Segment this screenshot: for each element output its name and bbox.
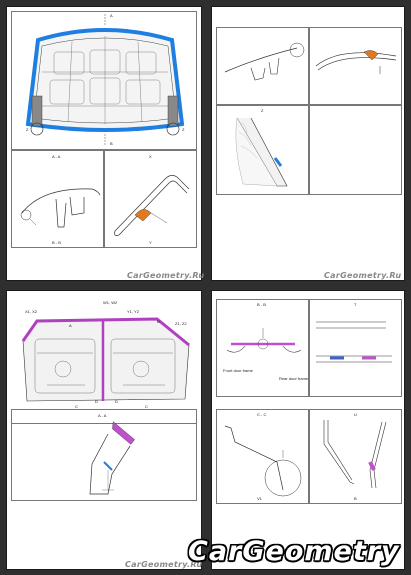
corner-detail (235, 117, 288, 187)
mark-z: Z1, Z2 (175, 321, 187, 326)
mark-w: W1, W2 (103, 300, 118, 305)
page-door-sections: B - B Front door frame Rear door frame T… (211, 290, 405, 570)
door-frame-drawing (21, 317, 190, 402)
hood-overview-cell: A B Z Z (11, 11, 197, 150)
section-cc-cell: C - C V1 (216, 409, 309, 504)
mark-c-left: C (75, 404, 78, 409)
hinge-detail (315, 50, 397, 74)
watermark-small: CarGeometry.Ru (125, 560, 203, 569)
cell-title: T (354, 302, 357, 307)
section-cc-drawing (224, 425, 302, 497)
mark-a: A (69, 323, 72, 328)
section-x-cell: X Y (104, 150, 197, 248)
mark-x: X1, X2 (25, 309, 38, 314)
note-front-door: Front door frame (223, 368, 253, 373)
section-aa-drawing (20, 188, 101, 228)
section-bb-cell: B - B Front door frame Rear door frame (216, 299, 309, 397)
mark-b-bottom: B (110, 141, 113, 146)
section-x-drawing (114, 175, 190, 236)
cell-footer: Y (149, 240, 152, 245)
section-u-drawing (323, 420, 387, 489)
cell-footer: B (354, 496, 357, 501)
seal-profile-drawing (89, 421, 135, 495)
mark-d-left: D (95, 399, 98, 404)
cell-title: X (149, 154, 152, 159)
cell-title: B - B (257, 302, 266, 307)
section-aa-cell: A - A (11, 409, 197, 423)
section-aa-detail (11, 421, 197, 501)
page-doors: X1, X2 W1, W2 Z1, Z2 Y1, Y2 A B C C D D … (6, 290, 202, 570)
watermark-small: CarGeometry.Ru (127, 271, 205, 280)
section-t-cell: T (309, 299, 402, 397)
watermark-large: CarGeometry (188, 536, 400, 567)
hood-edge-profile (224, 42, 305, 81)
hood-drawing (25, 14, 185, 146)
section-right-top (309, 27, 402, 105)
mark-c-right: C (145, 404, 148, 409)
mark-b: B (157, 319, 160, 324)
cell-title: C - C (257, 412, 267, 417)
cell-title: Z (261, 108, 264, 113)
cell-title: U (354, 412, 357, 417)
mark-z-right: Z (182, 127, 185, 132)
mark-z-left: Z (26, 127, 29, 132)
mark-a-top: A (110, 13, 113, 18)
section-left-bottom: Z (216, 105, 309, 195)
note-rear-door: Rear door frame (279, 376, 309, 381)
mark-y: Y1, Y2 (127, 309, 139, 314)
section-t-drawing (316, 321, 392, 363)
cell-title: A - A (52, 154, 61, 159)
cell-title: A - A (98, 413, 107, 418)
section-u-cell: U B (309, 409, 402, 504)
mark-d-right: D (115, 399, 118, 404)
cell-footer: B - B (52, 240, 61, 245)
page-hood-sections: Z CarGeometry.Ru (211, 6, 405, 281)
page-hood: A B Z Z A - A B - B X Y CarGeometry.Ru (6, 6, 205, 281)
watermark-small: CarGeometry.Ru (324, 271, 402, 280)
section-left-top (216, 27, 309, 105)
section-bb-drawing (226, 328, 302, 353)
cell-footer: V1 (257, 496, 262, 501)
section-right-bottom (309, 105, 402, 195)
section-aa-cell: A - A B - B (11, 150, 104, 248)
